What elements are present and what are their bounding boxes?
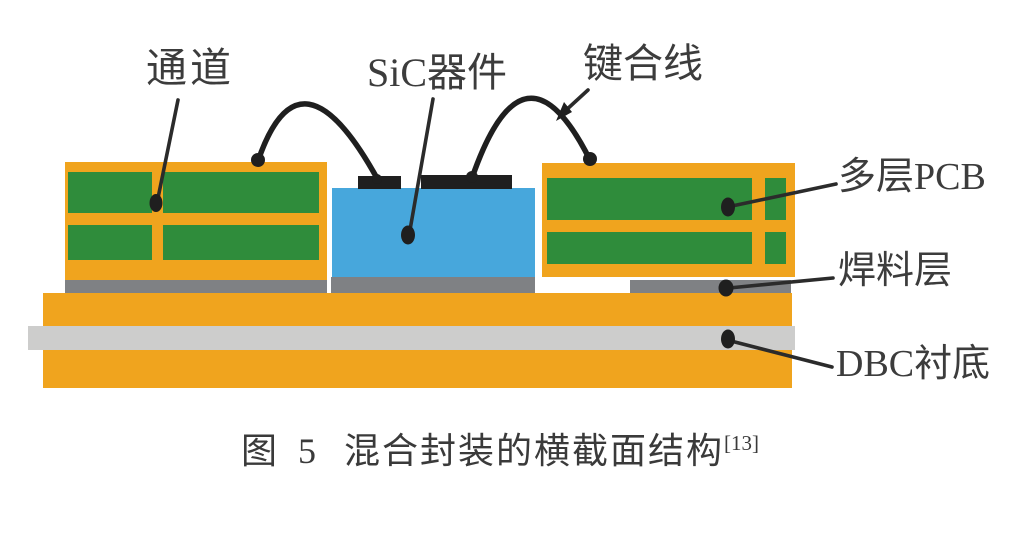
- dbc-ceramic-layer: [28, 326, 795, 350]
- figure-caption-text: 混合封装的横截面结构: [344, 431, 725, 471]
- left-pcb-green-layer-bottom: [68, 225, 319, 260]
- multilayer-pcb-label: 多层PCB: [838, 156, 986, 198]
- bond-wire-leader-line: [562, 88, 590, 114]
- sic-die: [332, 188, 535, 277]
- sic-device-label: SiC器件: [367, 50, 508, 95]
- dbc-bottom-copper-layer: [43, 350, 792, 388]
- right-pcb-green-layer-top: [547, 178, 786, 220]
- right-pcb-via-stripe: [752, 178, 765, 264]
- left-pcb-via-stripe: [152, 172, 163, 260]
- solder-strip-right: [630, 280, 791, 293]
- solder-layer-label: 焊料层: [838, 250, 953, 292]
- dbc-substrate-label: DBC衬底: [836, 343, 991, 385]
- channel-label: 通道: [146, 45, 234, 91]
- left-pcb-green-layer-top: [68, 172, 319, 213]
- solder-strip-left: [65, 280, 327, 293]
- figure-caption-reference: [13]: [724, 431, 760, 455]
- die-pad-right: [421, 175, 512, 189]
- bond-wire-label: 键合线: [583, 41, 703, 86]
- bond-wire-leader-arrowhead: [556, 102, 572, 121]
- figure-caption-number: 图 5: [240, 431, 322, 471]
- right-pcb-green-layer-bottom: [547, 232, 786, 264]
- figure-caption: 图 5 混合封装的横截面结构[13]: [150, 422, 850, 474]
- die-pad-left: [358, 176, 401, 189]
- solder-strip-center: [331, 277, 535, 293]
- dbc-top-copper-layer: [43, 293, 792, 326]
